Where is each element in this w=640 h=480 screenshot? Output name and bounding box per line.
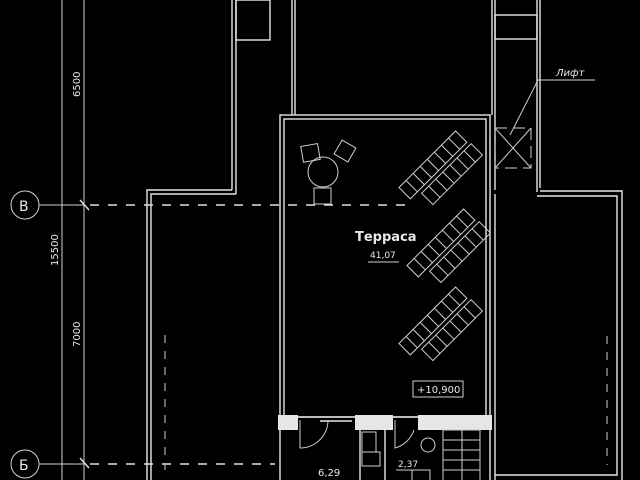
dimension-upper: 6500 xyxy=(72,72,83,97)
axis-marker-v xyxy=(10,190,410,220)
sun-lounger-1 xyxy=(398,130,484,206)
dimension-lines xyxy=(61,0,90,480)
sun-lounger-2 xyxy=(406,208,492,284)
sun-lounger-3 xyxy=(398,286,484,362)
table-with-chairs xyxy=(300,139,357,205)
room-area-bottom-left: 6,29 xyxy=(318,468,340,479)
room-area-bottom-mid: 2,37 xyxy=(398,460,418,470)
bottom-rooms xyxy=(278,415,492,480)
axis-marker-b xyxy=(10,449,275,479)
elevation-mark-box xyxy=(412,380,464,398)
elevator-label: Лифт xyxy=(555,68,586,79)
elevator-symbol xyxy=(494,79,595,169)
room-area: 41,07 xyxy=(370,251,396,261)
left-wing-walls xyxy=(146,0,296,480)
elevation-mark: +10,900 xyxy=(417,385,460,396)
dimension-total: 15500 xyxy=(50,234,61,266)
axis-label-top: В xyxy=(19,199,29,215)
dimension-lower: 7000 xyxy=(72,322,83,347)
room-name: Терраса xyxy=(355,230,417,245)
right-wing-walls xyxy=(491,0,623,480)
axis-label-bottom: Б xyxy=(19,458,29,474)
